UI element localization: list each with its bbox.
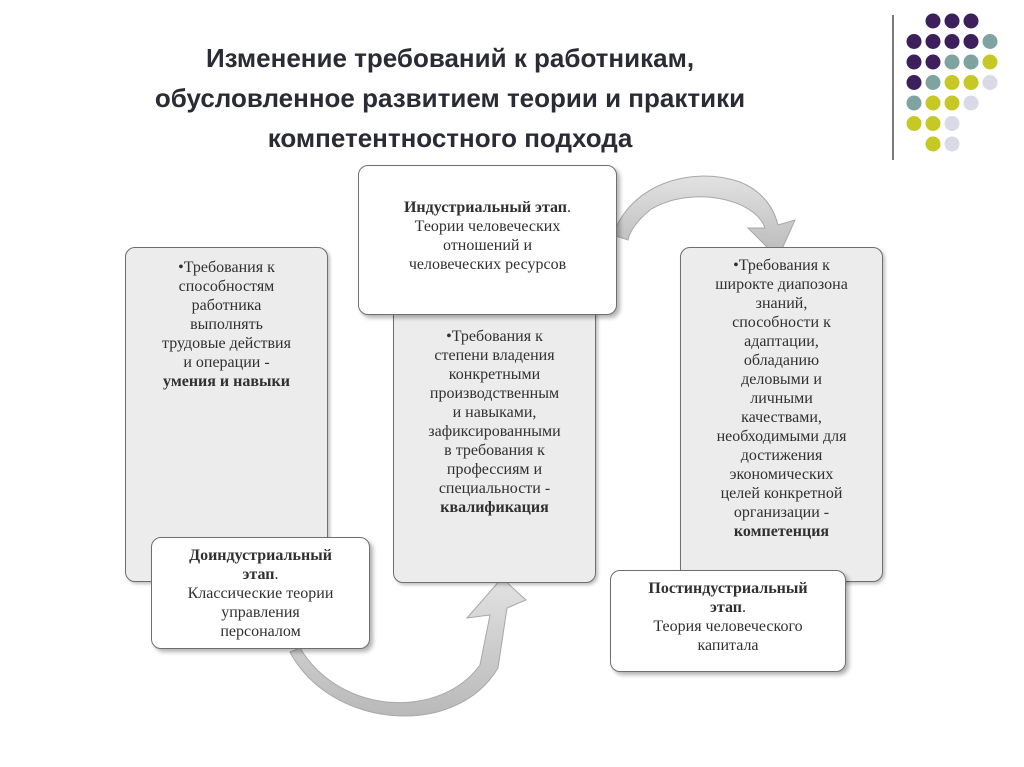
requirements-text: •Требования к способностям работника вып… (162, 259, 291, 371)
decorative-dot (963, 75, 979, 90)
stage-box-postindustrial: Постиндустриальный этап. Теория человече… (610, 570, 846, 672)
decorative-dot (944, 34, 960, 49)
decorative-dot (925, 34, 941, 49)
decorative-dot (906, 54, 922, 70)
stage-title-suffix: . (567, 199, 572, 216)
decorative-dot (925, 54, 941, 70)
requirements-box-competence: •Требования к широкте диапозона знаний, … (680, 247, 883, 582)
stage-description: Классические теории управления персонало… (187, 585, 334, 640)
stage-title-suffix: . (274, 566, 279, 583)
decorative-dot (925, 13, 941, 29)
requirements-result: квалификация (440, 499, 549, 516)
stage-box-preindustrial: Доиндустриальный этап. Классические теор… (151, 537, 370, 649)
stage-title-suffix: . (741, 599, 746, 616)
page-title: Изменение требований к работникам, обусл… (154, 43, 746, 153)
decorative-dot (963, 54, 979, 70)
requirements-text: •Требования к широкте диапозона знаний, … (715, 257, 848, 521)
decorative-dot (906, 75, 922, 90)
decorative-dot (944, 54, 960, 70)
arrow-stage1-to-stage2 (289, 577, 527, 717)
requirements-box-skills: •Требования к способностям работника вып… (125, 247, 328, 582)
stage-title: Индустриальный этап (403, 199, 568, 216)
header-divider (892, 15, 894, 160)
decorative-dot (944, 116, 960, 131)
decorative-dot (906, 116, 922, 131)
decorative-dot (963, 34, 979, 49)
requirements-text: •Требования к степени владения конкретны… (428, 328, 561, 497)
requirements-result: умения и навыки (163, 373, 290, 390)
decorative-dot (944, 136, 960, 152)
stage-description: Теории человеческих отношений и человече… (408, 218, 567, 273)
stage-title: Постиндустриальный этап (648, 580, 808, 616)
decorative-dot (963, 13, 979, 29)
stage-description: Теория человеческого капитала (653, 618, 803, 654)
decorative-dot (944, 75, 960, 90)
arrow-stage2-to-stage3 (612, 175, 796, 259)
decorative-dot (925, 95, 941, 111)
stage-title: Доиндустриальный этап (189, 547, 332, 583)
decorative-dot (982, 34, 998, 49)
decorative-dot (944, 95, 960, 111)
decorative-dot (906, 95, 922, 111)
decorative-dot (963, 95, 979, 111)
decorative-dot (982, 54, 998, 70)
decorative-dot (925, 75, 941, 90)
decorative-dot (944, 13, 960, 29)
decorative-dot (982, 75, 998, 90)
requirements-result: компетенция (733, 523, 830, 540)
requirements-box-qualification: •Требования к степени владения конкретны… (393, 300, 596, 583)
decorative-dot (925, 136, 941, 152)
stage-box-industrial: Индустриальный этап. Теории человеческих… (358, 165, 617, 315)
decorative-dot (906, 34, 922, 49)
decorative-dot-grid (906, 13, 998, 152)
decorative-dot (925, 116, 941, 131)
